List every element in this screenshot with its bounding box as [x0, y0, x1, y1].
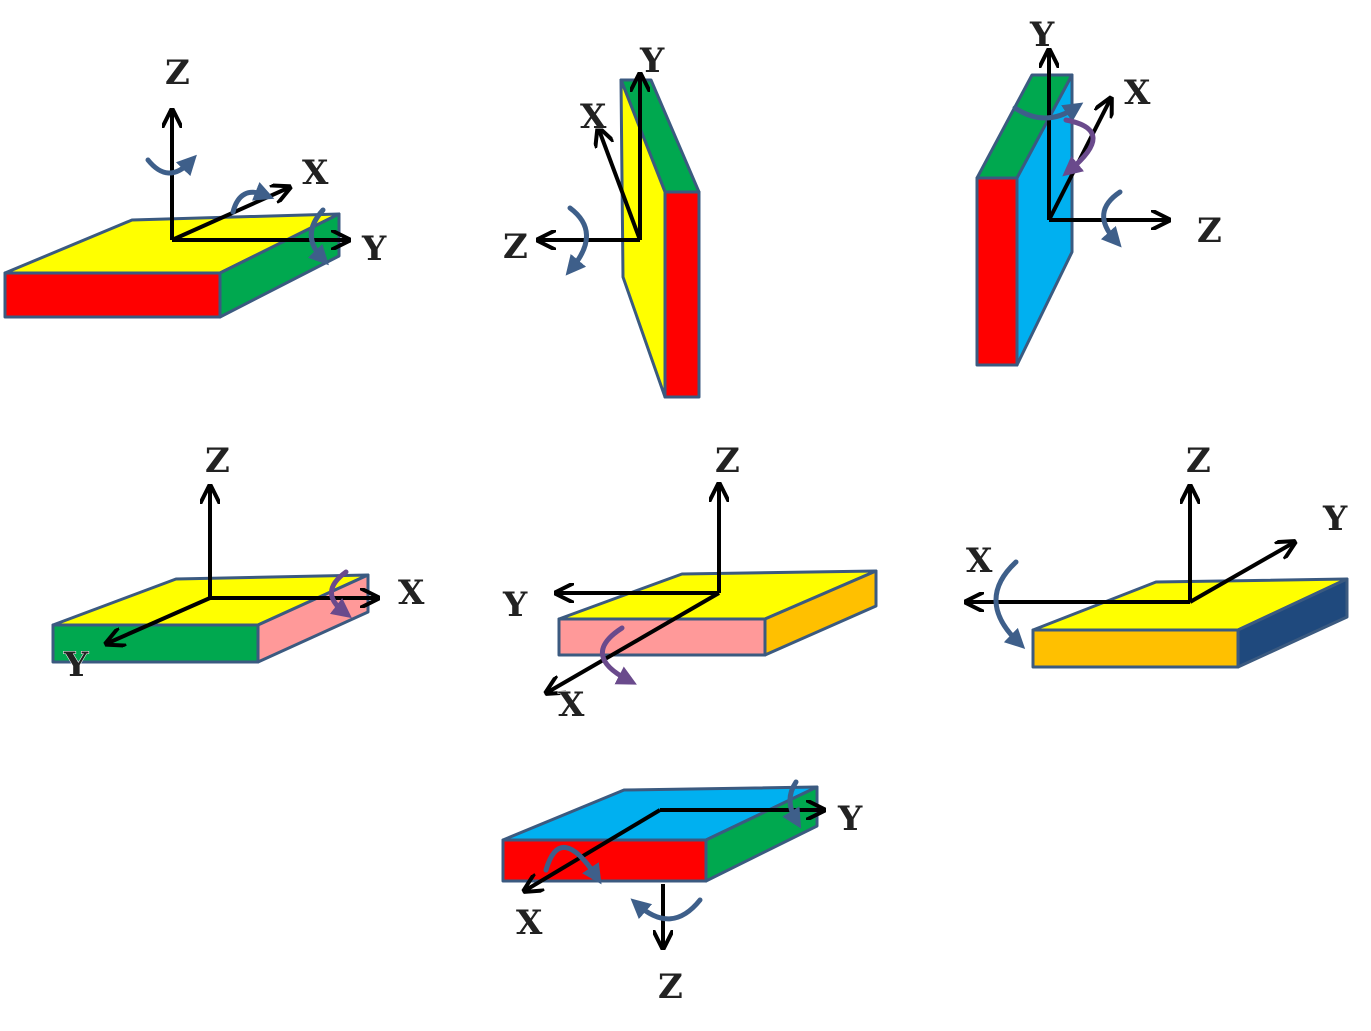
- side-face-blue: [1015, 73, 1074, 367]
- panel-3: Y X Z: [975, 15, 1222, 367]
- rotation-arrow-x: [329, 569, 352, 619]
- axis-label-x: X: [398, 573, 425, 613]
- panel-2: Y X Z: [503, 41, 701, 399]
- rotation-arrow-x: [230, 182, 275, 215]
- rotation-arrow-x: [1062, 117, 1096, 177]
- axis-label-z: Z: [205, 441, 230, 481]
- front-face-red: [501, 838, 708, 883]
- axis-label-x: X: [966, 541, 993, 581]
- x-axis-arrow: [526, 808, 662, 890]
- axis-label-y: Y: [502, 585, 528, 625]
- axis-label-y: Y: [361, 229, 387, 269]
- front-face-red: [3, 271, 222, 319]
- panel-7: Y X Z: [501, 779, 864, 1008]
- front-face-red: [663, 190, 701, 399]
- axis-label-x: X: [558, 685, 585, 725]
- x-axis-arrow: [599, 130, 642, 241]
- axis-label-z: Z: [503, 227, 528, 267]
- side-face-orange: [763, 569, 878, 657]
- axis-label-y: Y: [1322, 499, 1348, 539]
- side-face-navy: [1236, 577, 1349, 669]
- rotation-arrow-y: [782, 779, 802, 829]
- rotation-arrow-z: [630, 897, 703, 922]
- y-axis-arrow: [1189, 543, 1293, 604]
- panel-5: Z Y X: [502, 441, 878, 726]
- front-face-orange: [1031, 628, 1240, 669]
- axis-label-x: X: [580, 97, 607, 137]
- axis-label-x: X: [1124, 73, 1151, 113]
- axis-label-y: Y: [1029, 15, 1055, 55]
- axis-label-y: Y: [837, 799, 863, 839]
- rotation-arrow-x: [993, 559, 1026, 649]
- axis-label-z: Z: [715, 441, 740, 481]
- axis-label-z: Z: [1197, 211, 1222, 251]
- panel-1: Z X Y: [3, 53, 388, 319]
- panel-6: Z Y X: [966, 441, 1349, 669]
- rotation-arrow-z: [1100, 189, 1123, 248]
- axis-label-x: X: [516, 903, 543, 943]
- axis-label-y: Y: [63, 645, 89, 685]
- panel-4: Z X Y: [51, 441, 426, 686]
- axis-label-z: Z: [1186, 441, 1211, 481]
- rotation-arrow-x: [543, 845, 602, 885]
- axis-label-x: X: [302, 153, 329, 193]
- rotation-arrow-z: [145, 154, 197, 177]
- rotation-arrow-x: [600, 625, 637, 685]
- rotation-arrow-y: [307, 207, 329, 266]
- front-face-red: [975, 176, 1019, 367]
- axis-label-y: Y: [639, 41, 665, 81]
- y-axis-arrow: [108, 596, 211, 643]
- axis-label-z: Z: [165, 53, 190, 93]
- x-axis-arrow: [548, 591, 721, 692]
- rotation-arrow-y: [1012, 102, 1084, 122]
- rotation-arrow-z: [565, 205, 589, 276]
- axis-label-z: Z: [658, 967, 683, 1007]
